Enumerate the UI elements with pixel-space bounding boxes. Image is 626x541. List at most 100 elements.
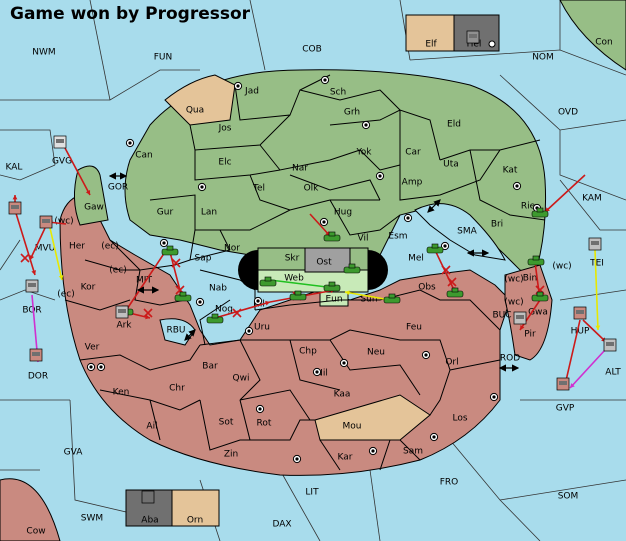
label-som: SOM [558, 492, 579, 502]
legend-top: Elf Hel [405, 14, 500, 52]
label-bar: Bar [202, 362, 218, 372]
supply-center [86, 362, 96, 372]
supply-center [339, 358, 349, 368]
label-fro: FRO [440, 478, 459, 488]
legend-hel-label: Hel [467, 40, 482, 50]
support-sun [344, 291, 391, 301]
fleet-unit[interactable] [8, 201, 22, 215]
label-yok: Yok [355, 148, 372, 158]
fleet-unit[interactable] [513, 311, 527, 325]
label-qwi: Qwi [233, 374, 250, 384]
label-jad: Jad [244, 87, 259, 97]
label-tel: Tel [252, 184, 265, 194]
order-gwa-head [520, 325, 525, 330]
army-unit[interactable] [206, 313, 224, 324]
army-unit[interactable] [161, 245, 179, 256]
label-ovd: OVD [558, 108, 578, 118]
supply-center [403, 213, 413, 223]
fleet-unit[interactable] [115, 305, 129, 319]
fleet-unit[interactable] [53, 135, 67, 149]
supply-center [244, 326, 254, 336]
label-chp: Chp [299, 347, 317, 357]
order-gvg-gaw-head [85, 190, 91, 195]
fleet-unit[interactable] [603, 338, 617, 352]
supply-center [368, 446, 378, 456]
label-qua: Qua [186, 106, 204, 116]
order-hup-gvp [564, 319, 581, 386]
failed-order-mark [143, 308, 153, 318]
fleet-unit[interactable] [573, 306, 587, 320]
army-unit[interactable] [383, 293, 401, 304]
supply-center [292, 454, 302, 464]
army-unit[interactable] [323, 281, 341, 292]
army-unit[interactable] [527, 255, 545, 266]
fleet-unit[interactable] [556, 377, 570, 391]
army-unit[interactable] [446, 287, 464, 298]
label-eun: Eun [325, 295, 342, 305]
province-qua[interactable] [164, 74, 236, 126]
label-sam: Sam [403, 447, 423, 457]
label-gaw: Gaw [84, 203, 104, 213]
legend-elf-label: Elf [425, 40, 437, 50]
units-layer [8, 30, 617, 504]
label-chr: Chr [169, 384, 185, 394]
army-unit[interactable] [323, 231, 341, 242]
label-skr: Skr [285, 254, 300, 264]
label-pir: Pir [524, 330, 536, 340]
army-unit[interactable] [343, 263, 361, 274]
coast-tag-4: (wc) [552, 262, 571, 272]
order-gwa [519, 299, 541, 331]
label-gor: GOR [108, 183, 128, 193]
label-nwm: NWM [32, 48, 55, 58]
province-mou[interactable] [314, 394, 431, 441]
order-gvg-gaw [64, 147, 91, 196]
army-unit[interactable] [426, 243, 444, 254]
fleet-unit[interactable] [29, 348, 43, 362]
army-unit[interactable] [174, 291, 192, 302]
label-swm: SWM [81, 514, 103, 524]
game-result-title: Game won by Progressor [10, 4, 251, 24]
label-jos: Jos [218, 124, 232, 134]
coast-tag-5: (ec) [57, 290, 75, 300]
failed-order-mark [441, 265, 451, 275]
label-uru: Uru [254, 323, 270, 333]
support-tei-head [595, 325, 601, 330]
fleet-unit[interactable] [39, 215, 53, 229]
fleet-unit[interactable] [25, 279, 39, 293]
supply-center [125, 138, 135, 148]
label-olk: Olk [304, 184, 320, 194]
supply-center [429, 432, 439, 442]
support-mvu-head [58, 275, 64, 280]
label-rot: Rot [257, 419, 272, 429]
label-sot: Sot [219, 418, 234, 428]
army-unit[interactable] [531, 207, 549, 218]
supply-center [197, 182, 207, 192]
fleet-unit[interactable] [588, 237, 602, 251]
coast-tag-6: (wc) [504, 298, 523, 308]
label-tei: TEI [589, 259, 604, 269]
fleet-unit[interactable] [141, 490, 155, 504]
supply-center [375, 171, 385, 181]
label-bin: Bin [523, 274, 537, 284]
label-nil: Nil [316, 369, 328, 379]
supply-centers [86, 75, 542, 464]
army-unit[interactable] [531, 291, 549, 302]
supply-center [159, 238, 169, 248]
label-grh: Grh [344, 108, 360, 118]
order-sap-ark [124, 251, 166, 313]
supply-center [96, 362, 106, 372]
order-ark-head [145, 314, 150, 320]
region-north [124, 69, 547, 276]
label-zin: Zin [224, 450, 238, 460]
failed-order-mark [447, 277, 457, 287]
fleet-unit[interactable] [466, 30, 480, 44]
army-unit[interactable] [259, 276, 277, 287]
label-neu: Neu [367, 348, 385, 358]
order-nog-hil [214, 301, 271, 319]
supply-center [320, 75, 330, 85]
support-tei [594, 249, 599, 331]
army-unit[interactable] [289, 290, 307, 301]
label-uta: Uta [443, 160, 459, 170]
